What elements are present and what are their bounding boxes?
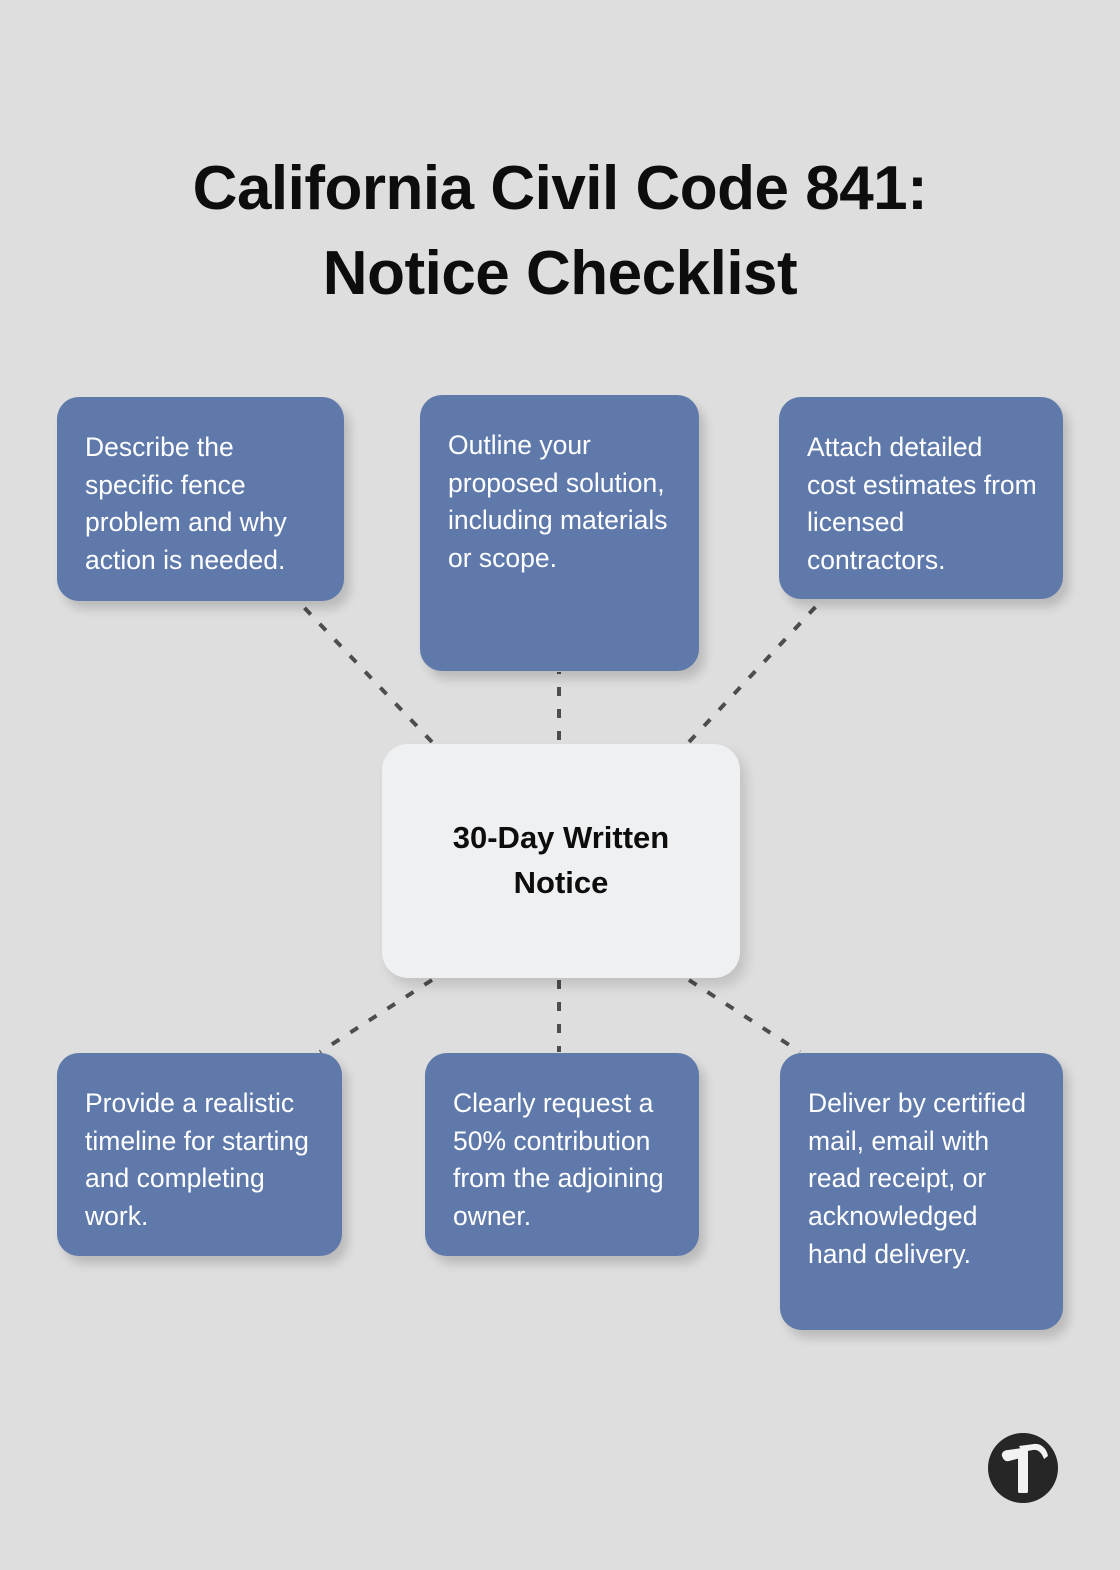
connector-center-to-top-right xyxy=(687,598,824,744)
checklist-node-bottom-right[interactable]: Deliver by certified mail, email with re… xyxy=(780,1053,1063,1330)
checklist-node-label: Outline your proposed solution, includin… xyxy=(448,430,668,573)
center-node-label: 30-Day Written Notice xyxy=(452,820,670,900)
connector-center-to-bottom-left xyxy=(318,978,434,1054)
brand-logo xyxy=(988,1433,1058,1503)
checklist-node-bottom-middle[interactable]: Clearly request a 50% contribution from … xyxy=(425,1053,699,1256)
checklist-node-top-right[interactable]: Attach detailed cost estimates from lice… xyxy=(779,397,1063,599)
checklist-node-bottom-left[interactable]: Provide a realistic timeline for startin… xyxy=(57,1053,342,1256)
page-title: California Civil Code 841: Notice Checkl… xyxy=(192,153,928,309)
checklist-node-label: Provide a realistic timeline for startin… xyxy=(85,1088,309,1231)
checklist-node-label: Describe the specific fence problem and … xyxy=(85,432,287,575)
connector-center-to-bottom-right xyxy=(687,978,802,1054)
checklist-node-top-middle[interactable]: Outline your proposed solution, includin… xyxy=(420,395,699,671)
checklist-node-label: Clearly request a 50% contribution from … xyxy=(453,1088,664,1231)
connector-center-to-top-left xyxy=(295,598,434,744)
center-node-30-day-written-notice[interactable]: 30-Day Written Notice xyxy=(382,744,740,978)
checklist-node-label: Attach detailed cost estimates from lice… xyxy=(807,432,1037,575)
checklist-node-label: Deliver by certified mail, email with re… xyxy=(808,1088,1026,1269)
checklist-node-top-left[interactable]: Describe the specific fence problem and … xyxy=(57,397,344,601)
hammer-icon xyxy=(1001,1443,1048,1493)
